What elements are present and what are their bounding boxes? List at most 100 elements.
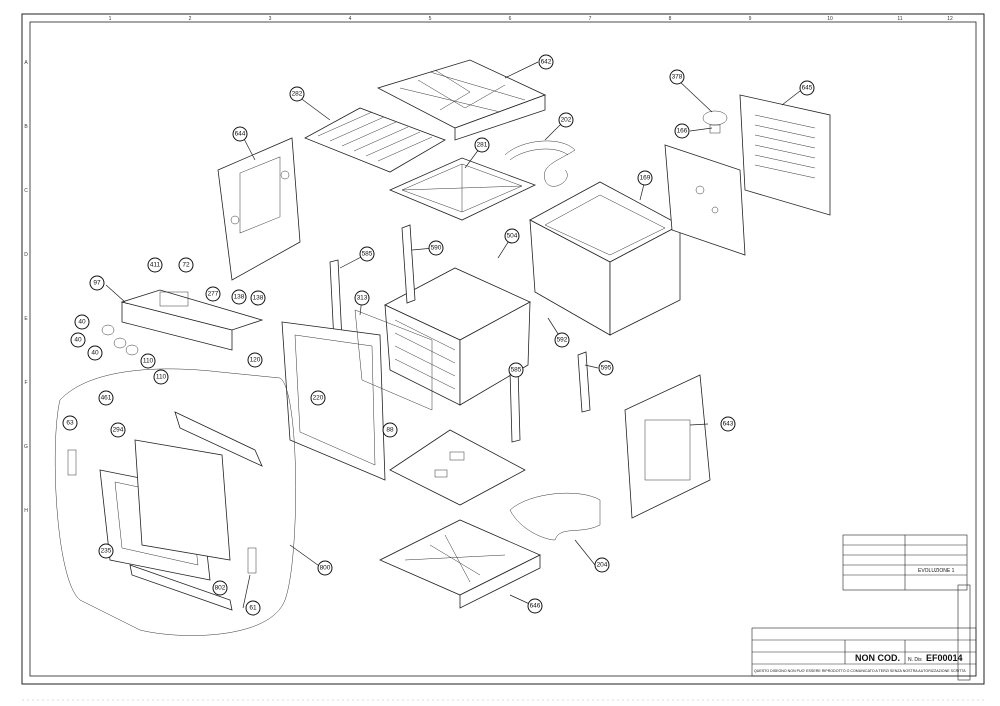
svg-text:282: 282	[292, 91, 303, 98]
callout-110: 110	[140, 353, 156, 369]
zone-number: 11	[897, 16, 902, 22]
svg-text:204: 204	[597, 562, 608, 569]
oven-cavity	[384, 267, 531, 406]
fan-gasket	[702, 110, 728, 134]
copyright-note: QUESTO DISEGNO NON PUO' ESSERE RIPRODOTT…	[754, 669, 966, 673]
baking-tray	[388, 157, 537, 221]
bottom-cover	[379, 519, 541, 609]
zone-letter: G	[24, 444, 28, 450]
svg-text:645: 645	[802, 85, 813, 92]
top-cover-panel	[376, 59, 547, 141]
rear-fan-cover	[739, 94, 831, 216]
inner-door-frame	[281, 321, 386, 481]
callout-166: 166	[674, 123, 690, 139]
zone-letter: A	[24, 60, 28, 66]
number-prefix: N. Dis	[908, 657, 922, 663]
callout-645: 645	[799, 80, 815, 96]
zone-letter: D	[24, 252, 28, 258]
callout-644: 644	[232, 126, 248, 142]
callout-411: 411	[147, 257, 163, 273]
zone-letter: B	[24, 124, 28, 130]
svg-text:72: 72	[182, 262, 190, 269]
zone-letter: E	[24, 316, 28, 322]
callout-585: 585	[359, 246, 375, 262]
svg-text:97: 97	[93, 280, 101, 287]
back-panel	[664, 144, 746, 256]
svg-text:88: 88	[386, 427, 394, 434]
svg-text:643: 643	[723, 421, 734, 428]
svg-text:378: 378	[672, 74, 683, 81]
svg-text:642: 642	[541, 59, 552, 66]
callout-643: 643	[720, 416, 736, 432]
callout-592: 592	[554, 332, 570, 348]
svg-text:202: 202	[561, 117, 572, 124]
svg-text:595: 595	[601, 365, 612, 372]
zone-letter: C	[24, 188, 28, 194]
callout-282: 282	[289, 86, 305, 102]
zone-number: 4	[349, 16, 352, 22]
svg-text:166: 166	[677, 128, 688, 135]
callout-202: 202	[558, 112, 574, 128]
drawing-number: EF00014	[926, 653, 963, 663]
svg-text:120: 120	[250, 357, 261, 364]
svg-text:411: 411	[150, 262, 161, 269]
drawing-border	[21, 13, 985, 701]
callout-138: 138	[250, 290, 266, 306]
svg-text:63: 63	[66, 420, 74, 427]
callout-40: 40	[87, 345, 103, 361]
top-heating-element	[504, 140, 576, 187]
callout-378: 378	[669, 69, 685, 85]
outer-door-assembly	[54, 368, 296, 636]
svg-text:800: 800	[320, 565, 331, 572]
bottom-heating-element	[509, 492, 601, 541]
zone-number: 10	[827, 16, 833, 22]
svg-text:40: 40	[91, 350, 99, 357]
callout-642: 642	[538, 54, 554, 70]
callout-802: 802	[212, 580, 228, 596]
zone-numbers-top: 1 2 3 4 5 6 7 8 9 10 11 12	[109, 16, 953, 22]
side-rails	[329, 224, 591, 443]
svg-text:61: 61	[249, 605, 257, 612]
control-knobs	[101, 324, 139, 356]
callout-72: 72	[178, 257, 194, 273]
svg-text:40: 40	[78, 319, 86, 326]
svg-text:646: 646	[530, 603, 541, 610]
callout-88: 88	[382, 422, 398, 438]
title-block: NON COD. N. Dis EF00014 EVOLUZIONE 1 QUE…	[751, 534, 977, 681]
svg-text:281: 281	[477, 142, 488, 149]
svg-text:802: 802	[215, 585, 226, 592]
zone-number: 7	[589, 16, 592, 22]
zone-number: 3	[269, 16, 272, 22]
zone-number: 12	[947, 16, 953, 22]
svg-text:110: 110	[156, 374, 167, 381]
right-side-panel	[624, 374, 711, 519]
svg-text:169: 169	[640, 175, 651, 182]
callout-585: 585	[508, 362, 524, 378]
callout-277: 277	[205, 286, 221, 302]
svg-text:138: 138	[234, 294, 245, 301]
svg-text:294: 294	[113, 427, 124, 434]
svg-text:585: 585	[511, 367, 522, 374]
svg-text:590: 590	[431, 245, 442, 252]
zone-number: 8	[669, 16, 672, 22]
callout-138: 138	[231, 289, 247, 305]
callout-110: 110	[153, 369, 169, 385]
svg-text:277: 277	[208, 291, 219, 298]
callout-800: 800	[317, 560, 333, 576]
callout-169: 169	[637, 170, 653, 186]
left-side-panel	[217, 137, 301, 281]
callout-97: 97	[89, 275, 105, 291]
svg-text:592: 592	[557, 337, 568, 344]
callout-220: 220	[310, 390, 326, 406]
callout-40: 40	[74, 314, 90, 330]
oven-rack	[304, 107, 446, 173]
drawing-code: NON COD.	[855, 653, 900, 663]
callout-313: 313	[354, 290, 370, 306]
svg-text:110: 110	[143, 358, 154, 365]
callout-120: 120	[247, 352, 263, 368]
zone-number: 9	[749, 16, 752, 22]
bottom-plate	[389, 429, 526, 506]
svg-text:235: 235	[101, 548, 112, 555]
control-panel	[120, 289, 264, 351]
